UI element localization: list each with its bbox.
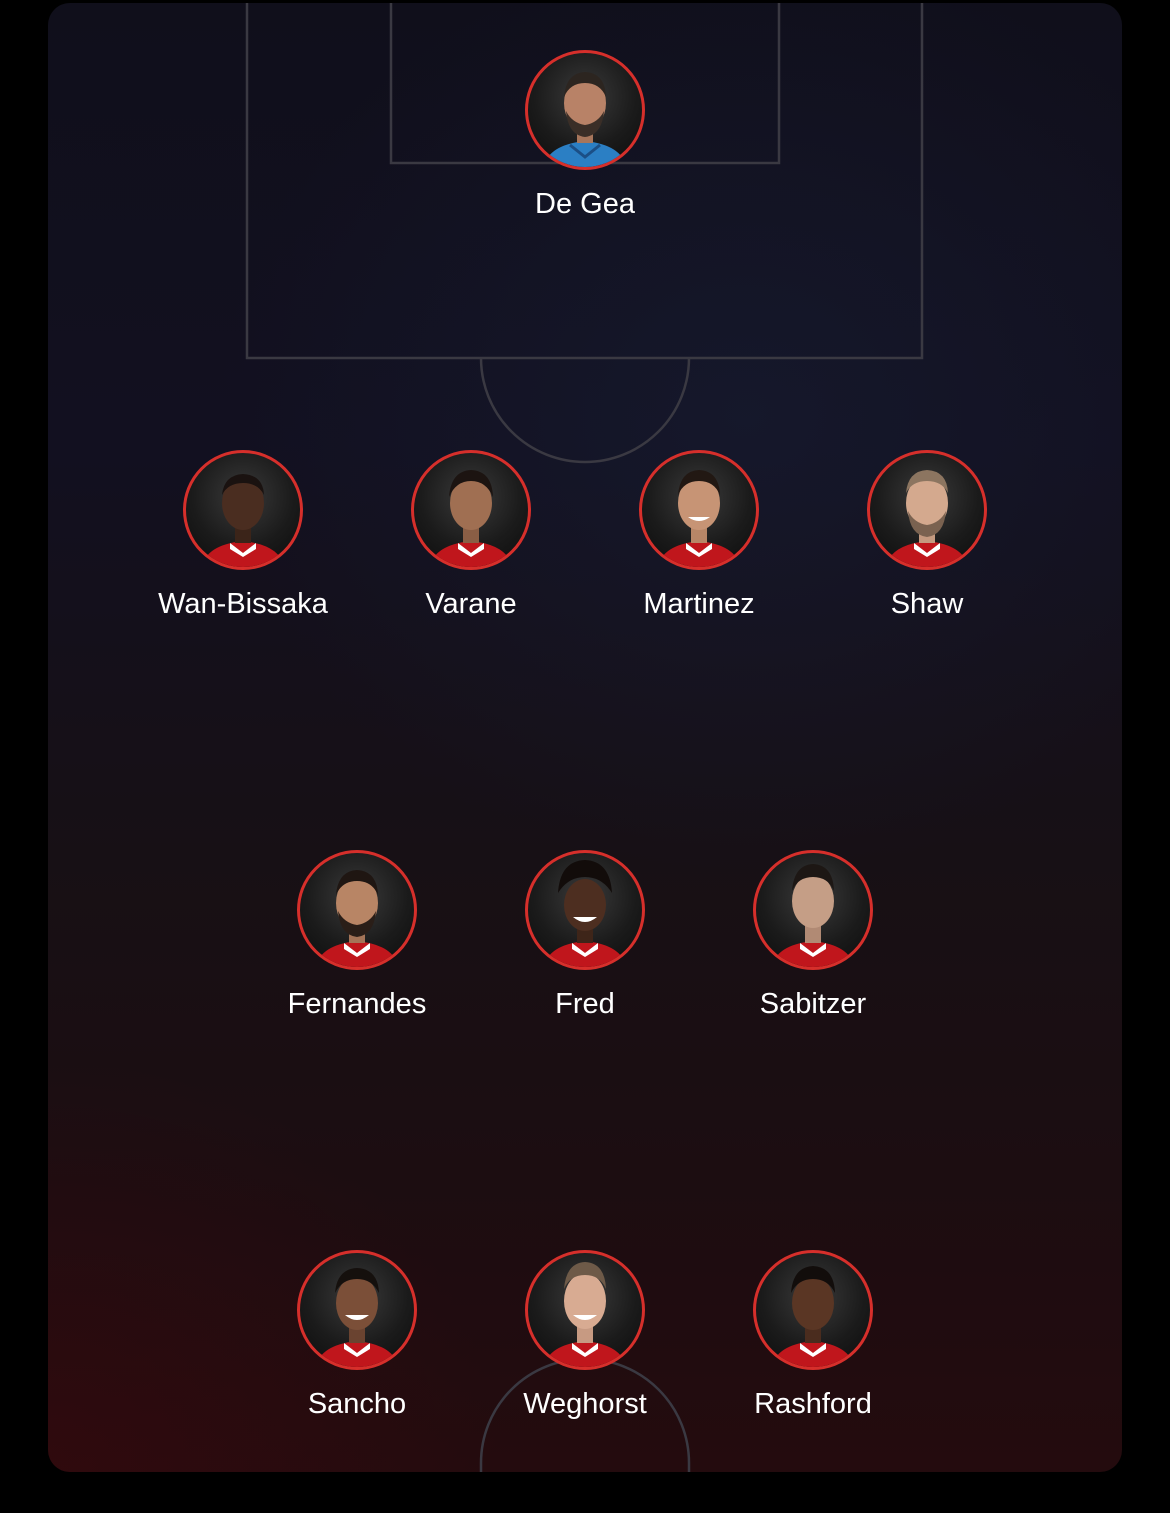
player-avatar xyxy=(639,450,759,570)
player-avatar xyxy=(525,50,645,170)
player-name: Fernandes xyxy=(287,988,427,1020)
player-avatar xyxy=(525,1250,645,1370)
player-avatar xyxy=(297,850,417,970)
player-avatar xyxy=(753,850,873,970)
player-portrait-icon xyxy=(430,470,512,567)
player-portrait-icon xyxy=(886,470,968,567)
player-avatar xyxy=(867,450,987,570)
player-name: Martinez xyxy=(643,588,755,620)
player-name: Sancho xyxy=(307,1388,407,1420)
player-avatar xyxy=(411,450,531,570)
player-avatar xyxy=(525,850,645,970)
player-portrait-icon xyxy=(544,860,626,967)
player-portrait-icon xyxy=(316,870,398,967)
player-portrait-icon xyxy=(202,474,284,567)
player-portrait-icon xyxy=(316,1268,398,1367)
player-name: De Gea xyxy=(535,188,635,220)
player-name: Varane xyxy=(425,588,517,620)
player-portrait-icon xyxy=(658,470,740,567)
formation-pitch: De Gea Wan-Bissaka Varane xyxy=(48,3,1122,1472)
player-portrait-icon xyxy=(772,864,854,967)
player-avatar xyxy=(183,450,303,570)
player-name: Sabitzer xyxy=(759,988,867,1020)
player-name: Wan-Bissaka xyxy=(158,588,328,620)
player-name: Fred xyxy=(555,988,615,1020)
player-portrait-icon xyxy=(772,1266,854,1367)
player-avatar xyxy=(297,1250,417,1370)
player-name: Shaw xyxy=(890,588,964,620)
player-portrait-icon xyxy=(544,1262,626,1367)
penalty-arc xyxy=(479,357,691,464)
player-name: Weghorst xyxy=(523,1388,647,1420)
player-avatar xyxy=(753,1250,873,1370)
player-name: Rashford xyxy=(754,1388,872,1420)
player-portrait-icon xyxy=(544,72,626,167)
penalty-area xyxy=(245,3,924,360)
